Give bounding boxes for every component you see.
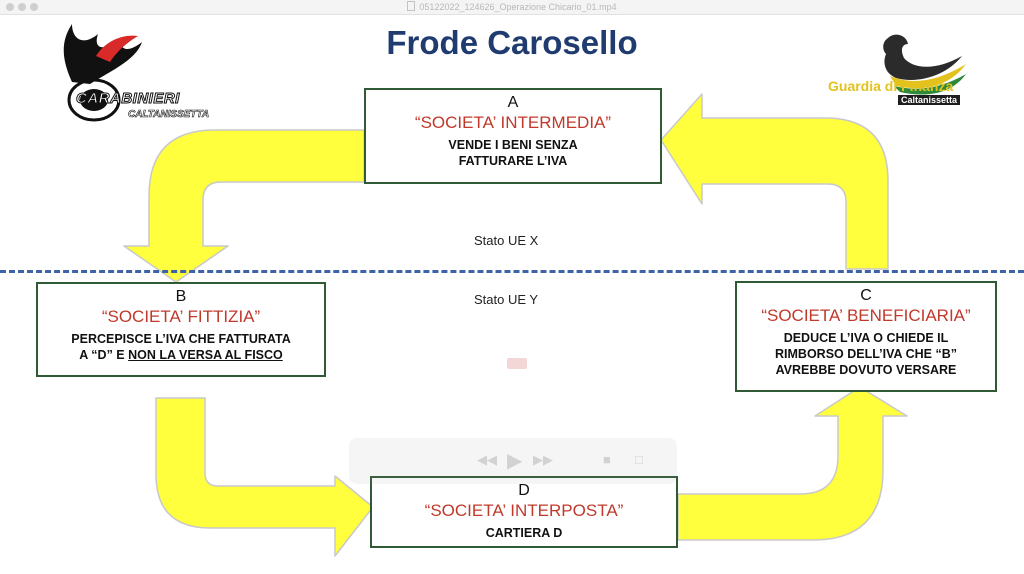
state-y-label: Stato UE Y xyxy=(474,292,539,307)
company-box-c: C “SOCIETA’ BENEFICIARIA” DEDUCE L’IVA O… xyxy=(735,281,997,392)
rewind-icon[interactable]: ◀◀ xyxy=(477,452,497,467)
description-line: PERCEPISCE L’IVA CHE FATTURATA xyxy=(71,332,291,346)
guardia-eagle-icon xyxy=(883,34,966,95)
carabinieri-flame-icon xyxy=(63,24,142,122)
play-icon[interactable]: ▶ xyxy=(507,450,523,472)
volume-icon[interactable]: ■ xyxy=(603,452,611,467)
video-controls[interactable]: ◀◀ ▶ ▶▶ ■ □ xyxy=(349,438,677,484)
highlighted-phrase: NON LA VERSA AL FISCO xyxy=(128,348,283,362)
carabinieri-logo: CARABINIERI CALTANISSETTA xyxy=(32,20,209,130)
carabinieri-label: CARABINIERI xyxy=(76,90,180,108)
guardia-city-label: Caltanissetta xyxy=(898,95,961,105)
company-box-b: B “SOCIETA’ FITTIZIA” PERCEPISCE L’IVA C… xyxy=(36,282,326,377)
arrow-b-to-d xyxy=(155,397,374,557)
guardia-di-finanza-logo: Guardia di Finanza Caltanissetta xyxy=(826,30,976,110)
window-titlebar: 05122022_124626_Operazione Chicario_01.m… xyxy=(0,0,1024,15)
company-name: “SOCIETA’ INTERPOSTA” xyxy=(424,501,624,520)
arrow-d-to-c xyxy=(677,386,908,541)
company-letter: B xyxy=(175,288,187,305)
company-name: “SOCIETA’ INTERMEDIA” xyxy=(414,113,612,132)
arrow-c-to-a xyxy=(660,93,889,270)
company-name: “SOCIETA’ FITTIZIA” xyxy=(101,307,261,326)
company-description: DEDUCE L’IVA O CHIEDE IL RIMBORSO DELL’I… xyxy=(775,331,957,377)
company-box-a: A “SOCIETA’ INTERMEDIA” VENDE I BENI SEN… xyxy=(364,88,662,184)
arrow-a-to-b xyxy=(123,129,365,283)
window-title: 05122022_124626_Operazione Chicario_01.m… xyxy=(0,1,1024,12)
border-divider xyxy=(0,270,1024,273)
share-icon[interactable]: □ xyxy=(635,452,643,467)
subtitle-marker xyxy=(507,358,527,369)
company-letter: D xyxy=(518,482,530,499)
company-description: CARTIERA D xyxy=(485,526,563,540)
close-window-button[interactable] xyxy=(6,3,14,11)
company-box-d: D “SOCIETA’ INTERPOSTA” CARTIERA D xyxy=(370,476,678,548)
guardia-label: Guardia di Finanza xyxy=(828,78,954,94)
fast-forward-icon[interactable]: ▶▶ xyxy=(533,452,553,467)
description-line: A “D” E NON LA VERSA AL FISCO xyxy=(79,348,283,362)
company-letter: C xyxy=(860,287,872,304)
state-x-label: Stato UE X xyxy=(474,233,539,248)
company-name: “SOCIETA’ BENEFICIARIA” xyxy=(761,306,971,325)
carabinieri-city-label: CALTANISSETTA xyxy=(128,109,210,121)
slide-title: Frode Carosello xyxy=(386,24,638,61)
minimize-window-button[interactable] xyxy=(18,3,26,11)
company-letter: A xyxy=(507,94,519,111)
company-description: PERCEPISCE L’IVA CHE FATTURATA A “D” E N… xyxy=(38,331,324,363)
company-description: VENDE I BENI SENZA FATTURARE L’IVA xyxy=(448,138,578,168)
zoom-window-button[interactable] xyxy=(30,3,38,11)
document-icon xyxy=(407,1,416,11)
